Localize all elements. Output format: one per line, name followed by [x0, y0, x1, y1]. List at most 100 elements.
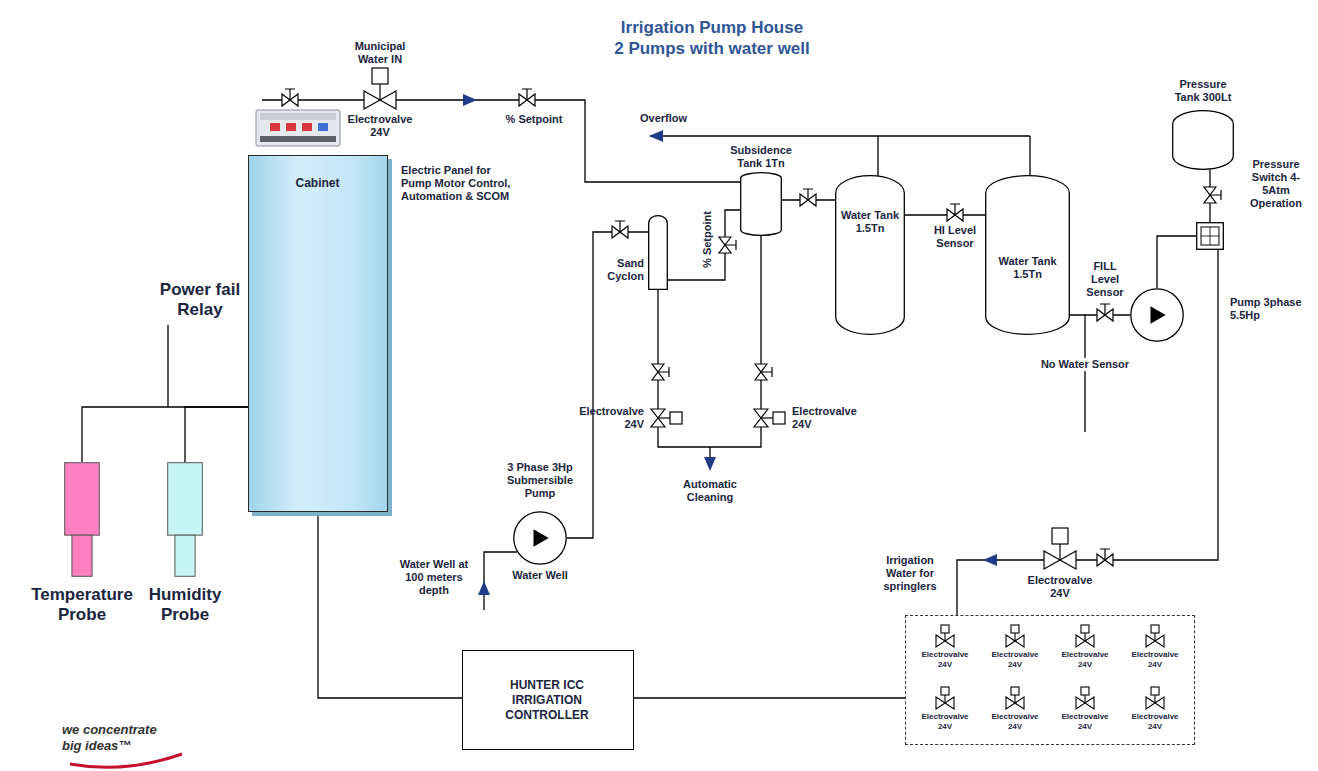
pressure-switch-outline — [1196, 222, 1224, 250]
humidity-probe: Humidity Probe — [167, 462, 203, 577]
water-tank: Water Tank 1.5Tn — [985, 175, 1070, 335]
setpoint-label: % Setpoint — [498, 113, 570, 126]
sensor-label: No Water Sensor — [1037, 358, 1133, 371]
manual-valve — [612, 221, 628, 238]
cyclone-label: Sand Cyclon — [594, 257, 644, 283]
humidity-probe-outline — [167, 462, 203, 577]
humidity-probe-outline — [175, 535, 195, 576]
pipe-line — [658, 236, 761, 460]
tank-label: Water Tank 1.5Tn — [989, 255, 1066, 281]
valve-label: Electrovalve 24V — [344, 113, 416, 139]
flow-arrow — [983, 554, 997, 566]
pipe-line — [1084, 315, 1085, 432]
pump-symbol-outline — [1130, 288, 1184, 342]
pressure-tank-outline — [1172, 110, 1234, 170]
electrovalve-symbol — [1011, 625, 1019, 633]
pump-symbol-outline — [1131, 289, 1183, 341]
tank-label: Pressure Tank 300Lt — [1168, 78, 1238, 104]
subsidence-tank-outline — [740, 172, 782, 236]
submersible-pump-outline — [514, 512, 566, 564]
plc-device — [286, 123, 296, 131]
switch-detail — [1201, 227, 1219, 245]
sand-cyclone-outline — [649, 216, 668, 290]
manual-valve — [519, 89, 535, 106]
pressure-switch: Pressure Switch 4-5Atm Operation — [1196, 222, 1224, 250]
water-pipe — [567, 232, 648, 538]
electrovalve-symbol — [754, 409, 785, 427]
flow-arrow — [649, 130, 663, 142]
manual-valve — [1097, 304, 1113, 321]
irrigation-controller: HUNTER ICC IRRIGATION CONTROLLER — [462, 650, 634, 750]
electrovalve-symbol — [1081, 625, 1089, 633]
logo-swoosh — [70, 754, 182, 767]
plc-device — [256, 110, 340, 146]
switch-label: Pressure Switch 4-5Atm Operation — [1240, 158, 1312, 210]
electric-cabinet: Electric Panel for Pump Motor Control, A… — [248, 155, 388, 512]
manual-valve — [1097, 549, 1113, 566]
pipe-line — [484, 552, 517, 610]
pump-direction — [1151, 306, 1166, 323]
electrovalve-symbol — [941, 687, 949, 695]
pressure-switch-outline — [1197, 223, 1224, 250]
electrovalve-symbol — [1084, 633, 1085, 641]
electrovalve-symbol — [1154, 695, 1155, 703]
electrovalve-symbol — [1081, 687, 1089, 695]
electrovalve-symbol — [364, 68, 396, 109]
electrovalve-symbol — [1014, 695, 1015, 703]
cabinet-label: Electric Panel for Pump Motor Control, A… — [401, 164, 513, 203]
sensor-label: FILL Level Sensor — [1080, 260, 1130, 299]
temperature-probe-outline — [72, 535, 92, 576]
cabinet-label: Cabinet — [249, 176, 386, 190]
manual-valve — [1204, 187, 1221, 203]
diagram-title: Irrigation Pump House 2 Pumps with water… — [614, 17, 810, 59]
submersible-pump-outline — [513, 511, 567, 565]
zone-electrovalve: Electrovalve 24V — [984, 624, 1046, 674]
water-tank-outline — [836, 176, 905, 335]
tank-label: Water Tank 1.5Tn — [837, 209, 903, 235]
electrovalve-symbol — [1084, 695, 1085, 703]
temperature-probe-outline — [64, 462, 100, 577]
subsidence-tank-outline — [741, 173, 782, 236]
manual-valve — [282, 89, 1221, 566]
valve-label: Electrovalve 24V — [1124, 650, 1186, 670]
pump-label: Pump 3phase 5.5Hp — [1230, 296, 1308, 322]
inlet-label: Municipal Water IN — [345, 40, 415, 66]
valve-label: Electrovalve 24V — [984, 650, 1046, 670]
sensor-label: HI Level Sensor — [925, 224, 985, 250]
plc-device — [256, 110, 340, 146]
controller-label: HUNTER ICC IRRIGATION CONTROLLER — [497, 678, 597, 723]
electrovalve-symbol — [941, 625, 949, 633]
plc-device — [260, 113, 336, 120]
group-label: Irrigation Water for springlers — [872, 554, 948, 593]
sand-cyclone-outline — [648, 215, 668, 290]
sensor-cable — [82, 407, 248, 462]
zone-electrovalve: Electrovalve 24V — [1054, 624, 1116, 674]
electrovalve-symbol — [1011, 687, 1019, 695]
electrovalve-symbol — [944, 633, 945, 641]
overflow-label: Overflow — [640, 112, 700, 125]
flow-arrow — [478, 581, 490, 595]
temperature-probe-outline — [65, 463, 100, 535]
humidity-probe-outline — [168, 463, 203, 535]
sand-cyclone: Sand Cyclon — [648, 215, 668, 290]
manual-valve — [800, 189, 816, 206]
flow-arrow — [704, 457, 716, 471]
manual-valve — [652, 364, 669, 380]
submersible-pump: 3 Phase 3Hp Submersible PumpWater Well — [513, 511, 567, 565]
electrovalve-symbol — [944, 695, 945, 703]
valve-label: Electrovalve 24V — [1024, 574, 1096, 600]
flow-arrow — [463, 94, 477, 106]
manual-valve — [947, 204, 963, 221]
valve-label: Electrovalve 24V — [914, 650, 976, 670]
zone-electrovalve: Electrovalve 24V — [914, 624, 976, 674]
water-tank-outline — [835, 175, 905, 335]
pump-label: Water Well — [500, 569, 580, 582]
pressure-tank: Pressure Tank 300Lt — [1172, 110, 1234, 170]
tank-label: Subsidence Tank 1Tn — [720, 144, 802, 170]
plc-device — [260, 136, 336, 142]
zone-electrovalve: Electrovalve 24V — [984, 686, 1046, 736]
zone-electrovalve: Electrovalve 24V — [914, 686, 976, 736]
pump-direction — [534, 529, 549, 546]
subsidence-tank: Subsidence Tank 1Tn — [740, 172, 782, 236]
electrovalve-symbol — [1151, 687, 1159, 695]
